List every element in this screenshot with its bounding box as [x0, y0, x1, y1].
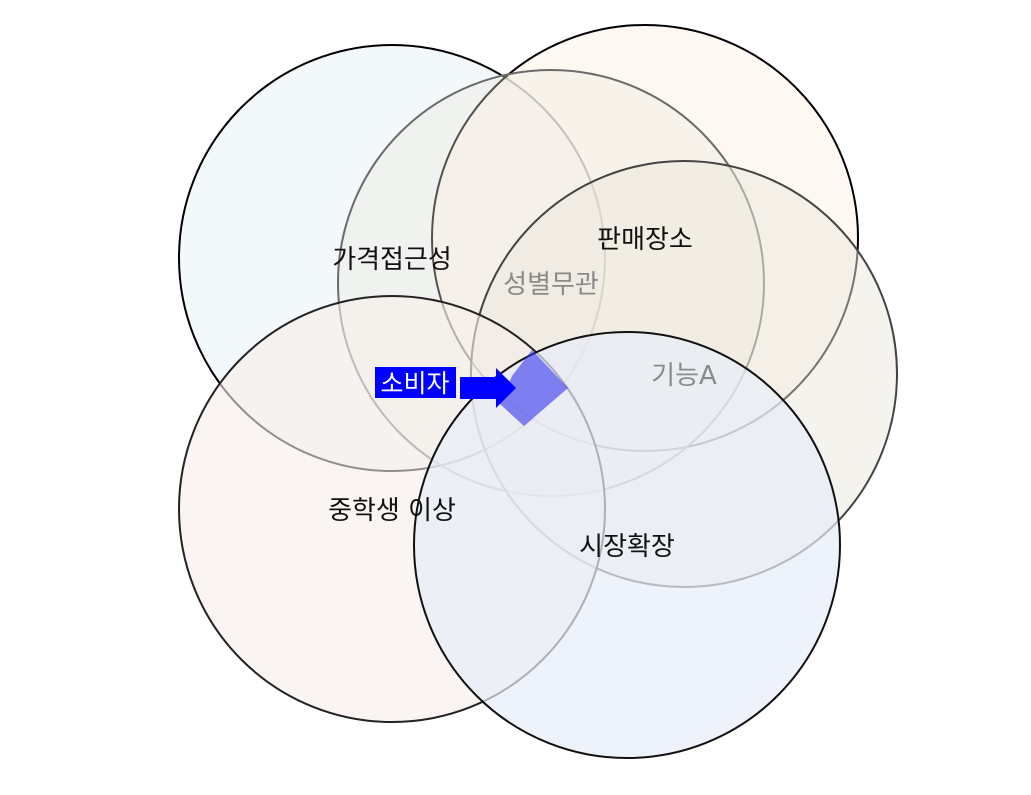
consumer-label: 소비자: [380, 369, 449, 398]
label-function-a: 기능A: [651, 361, 717, 391]
highlight-region: [500, 350, 568, 426]
label-middle-school-plus: 중학생 이상: [328, 496, 456, 526]
label-gender-neutral: 성별무관: [503, 270, 599, 300]
label-sales-location: 판매장소: [597, 225, 693, 255]
circle-market-expansion: [413, 331, 841, 759]
label-price-accessibility: 가격접근성: [332, 245, 452, 275]
consumer-label-bg: [375, 367, 456, 398]
consumer-arrow-icon: [460, 368, 516, 408]
label-market-expansion: 시장확장: [579, 532, 675, 562]
